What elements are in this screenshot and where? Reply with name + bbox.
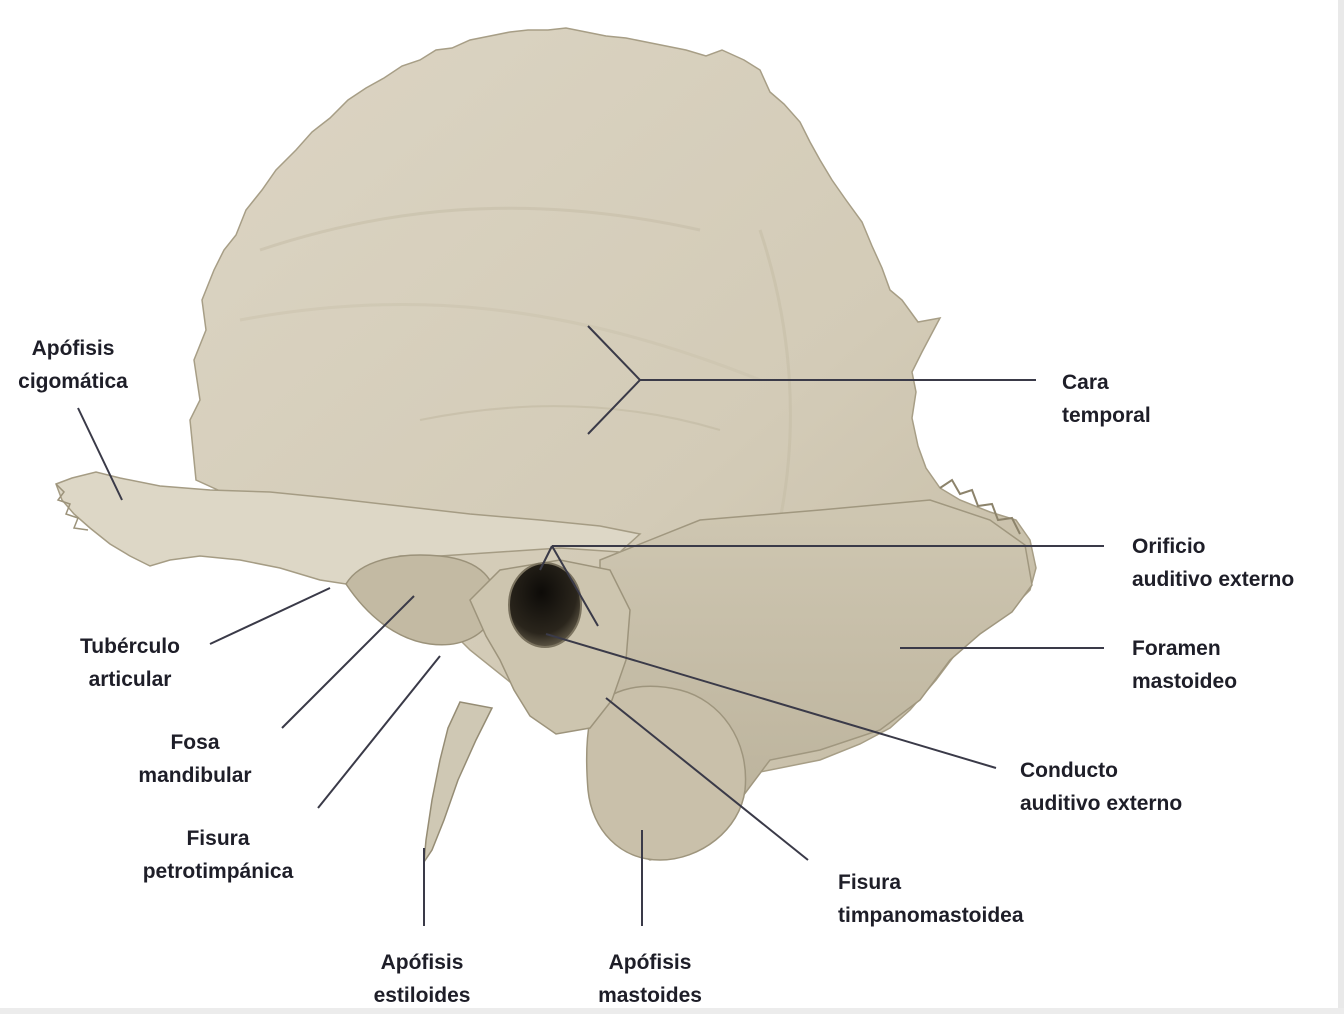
zygomatic-process-shape <box>55 471 642 585</box>
label-apofisis-mastoides: Apófisis mastoides <box>598 951 702 1007</box>
external-auditory-meatus-shape <box>508 562 582 648</box>
label-apofisis-estiloides: Apófisis estiloides <box>373 951 471 1007</box>
label-apofisis-cigomatica: Apófisis cigomática <box>18 337 128 393</box>
leader-fisura-petrotimpanica <box>317 655 441 809</box>
image-bottom-border <box>0 1008 1344 1014</box>
leader-apofisis-cigomatica <box>77 407 123 501</box>
leader-lines <box>77 325 1104 926</box>
styloid-process-shape <box>423 701 494 863</box>
leader-conducto-auditivo-externo <box>545 633 997 769</box>
label-fosa-mandibular: Fosa mandibular <box>138 731 252 787</box>
label-fisura-petrotimpanica: Fisura petrotimpánica <box>142 827 294 883</box>
label-cara-temporal: Cara temporal <box>1062 371 1151 427</box>
image-right-border <box>1338 0 1344 1014</box>
label-conducto-auditivo-externo: Conducto auditivo externo <box>1020 759 1183 815</box>
label-fisura-timpanomastoidea: Fisura timpanomastoidea <box>838 871 1024 927</box>
leader-fisura-timpanomastoidea <box>605 697 809 861</box>
label-tuberculo-articular: Tubérculo articular <box>80 635 180 691</box>
leader-tuberculo-articular <box>209 587 331 645</box>
label-foramen-mastoideo: Foramen mastoideo <box>1132 637 1238 693</box>
mastoid-process-shape <box>585 685 747 861</box>
leader-fosa-mandibular <box>281 595 415 729</box>
label-orificio-auditivo-externo: Orificio auditivo externo <box>1132 535 1295 591</box>
